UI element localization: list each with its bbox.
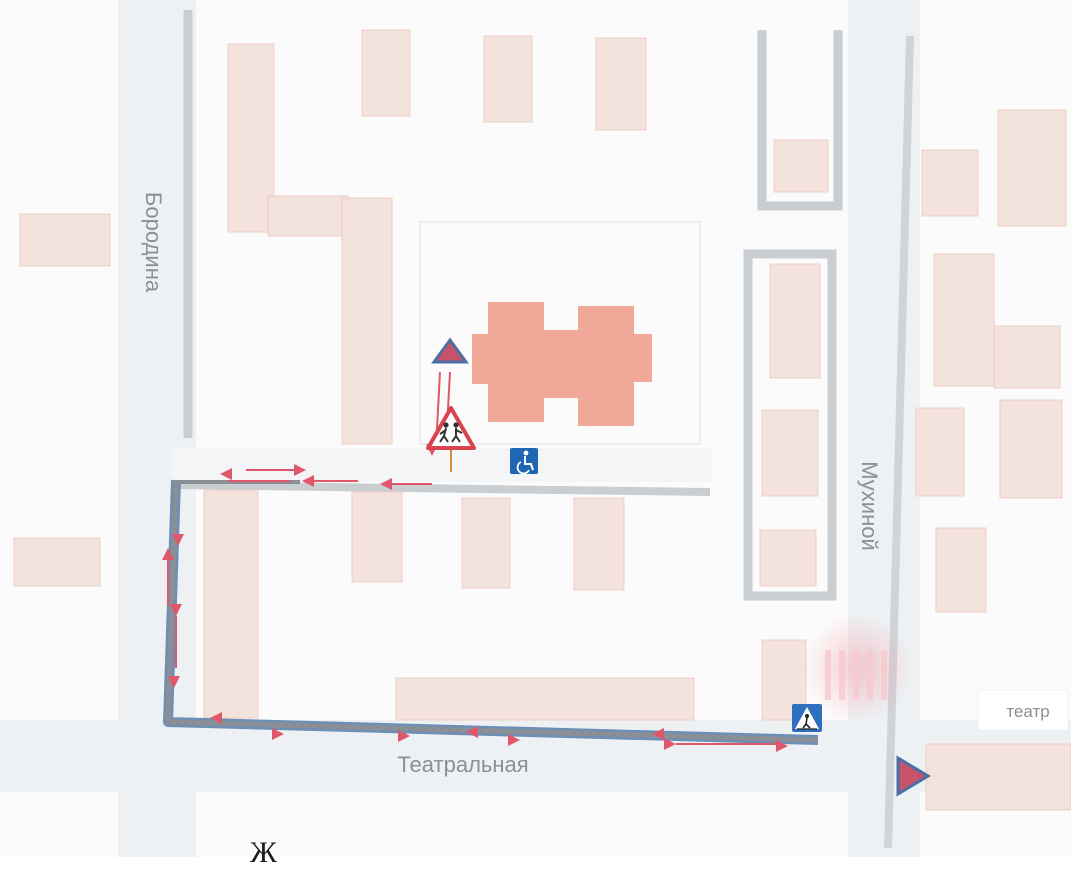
building [595,37,647,131]
street-label-borodina: Бородина [141,192,166,293]
building [203,489,259,719]
building [933,253,995,387]
arrow-right [398,730,410,742]
arrow-left [380,478,392,490]
pedestrian-crossing-icon [792,704,822,732]
arrow-down [170,604,182,616]
road-borodina [118,0,196,857]
children-crossing-sign-icon [426,406,476,472]
theater-label: театр [1006,702,1049,721]
building [773,139,829,193]
road-school-lane [172,448,712,482]
building [999,399,1063,499]
school-building [472,302,652,426]
arrow-down [168,676,180,688]
caption-text: Ж [250,836,277,869]
arrow-left [652,728,664,740]
building [483,35,533,123]
arrow-right [776,740,788,752]
triangle-marker-icon [431,337,469,364]
building [761,409,819,497]
wheelchair-icon [510,448,538,475]
school-grounds [419,221,701,445]
building [573,497,625,591]
street-label-teatralnaya: Театральная [397,752,528,777]
building [19,213,111,267]
arrow-right [664,738,676,750]
arrow-right [294,464,306,476]
arrow-left [210,712,222,724]
building [13,537,101,587]
arrow-up [162,548,174,560]
arrow-right [272,728,284,740]
building [993,325,1061,389]
triangle-marker-icon [896,755,931,797]
arrow-left [220,468,232,480]
buildings [13,29,1071,811]
building [361,29,411,117]
zebra-stripes [825,650,887,700]
arrow-right [508,734,520,746]
loop-drives [743,30,843,601]
street-label-mukhinoy: Мухиной [857,461,882,551]
arrow-down [172,534,184,546]
building [935,527,987,613]
arrow-left [466,726,478,738]
building [461,497,511,589]
building [351,491,403,583]
theater-label-box [977,689,1069,731]
building [997,109,1067,227]
arrow-left [302,475,314,487]
building [769,263,821,379]
building [915,407,965,497]
building [395,677,695,721]
building [759,529,817,587]
building [925,743,1071,811]
building [341,197,393,445]
building [227,43,275,233]
building [921,149,979,217]
building [267,195,349,237]
